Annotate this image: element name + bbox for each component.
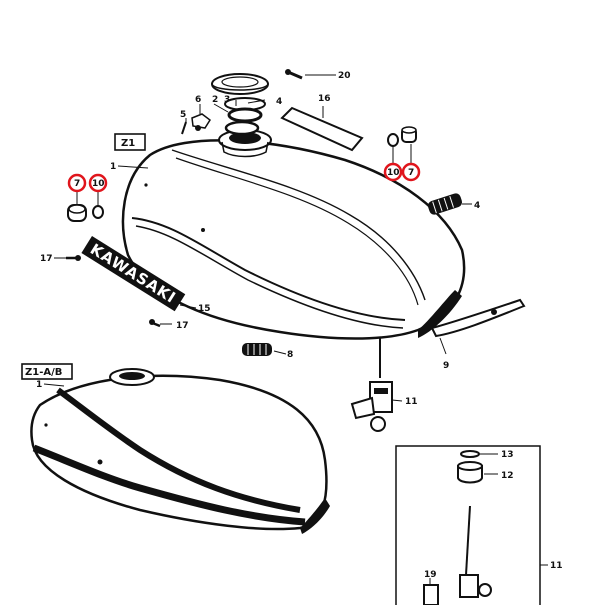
callout-c10-right: 10 — [387, 168, 400, 178]
screw-20 — [285, 69, 303, 80]
highlight-c10-left: 10 — [88, 173, 108, 193]
hose-4 — [427, 193, 463, 215]
callout-c6: 6 — [195, 95, 201, 105]
highlight-c7-left: 7 — [67, 173, 87, 193]
callout-c20: 20 — [338, 71, 351, 81]
model-label-z1: Z1 — [114, 133, 146, 151]
cup-12 — [457, 461, 483, 484]
callout-c7-left: 7 — [74, 179, 80, 189]
cap-latch — [181, 113, 212, 135]
bolt-17-left — [66, 255, 81, 261]
fuel-cock — [350, 338, 393, 432]
leader-lines — [43, 74, 548, 585]
model-label-z1ab-text: Z1-A/B — [25, 367, 62, 378]
filler-ring — [224, 120, 260, 136]
filler-neck — [218, 129, 272, 158]
oring-13 — [460, 450, 480, 458]
highlighted-callouts: 7 10 10 7 — [67, 162, 421, 193]
filler-cap — [211, 73, 269, 95]
bolt-17-bottom — [149, 319, 161, 328]
callout-c17-left: 17 — [40, 254, 53, 264]
strip-16 — [280, 106, 364, 152]
callout-c2: 2 — [212, 95, 218, 105]
callout-c19: 19 — [424, 570, 437, 580]
callout-c12: 12 — [501, 471, 514, 481]
callout-c15: 15 — [198, 304, 211, 314]
callout-c16: 16 — [318, 94, 331, 104]
fuel-tank-lower — [30, 368, 330, 534]
callout-c5: 5 — [180, 110, 186, 120]
callout-c11-top: 11 — [405, 397, 418, 407]
callout-c1-lower: 1 — [36, 380, 42, 390]
highlight-c7-right: 7 — [401, 162, 421, 182]
callout-c7-right: 7 — [408, 168, 414, 178]
callout-c3: 3 — [224, 95, 230, 105]
callout-c4-cap: 4 — [276, 97, 282, 107]
callout-c1-upper: 1 — [110, 162, 116, 172]
grommet-left — [67, 204, 104, 222]
model-label-z1-text: Z1 — [121, 138, 135, 149]
grommet-right — [387, 126, 417, 147]
callout-c17-bottom: 17 — [176, 321, 189, 331]
callout-c10-left: 10 — [92, 179, 105, 189]
callouts: 1 1 2 3 4 4 5 6 8 9 11 11 12 13 15 16 17… — [36, 71, 563, 580]
callout-c4-hose: 4 — [474, 201, 480, 211]
screw-19 — [423, 584, 439, 605]
callout-c8: 8 — [287, 350, 293, 360]
callout-c13: 13 — [501, 450, 514, 460]
callout-c9: 9 — [443, 361, 449, 371]
model-label-z1ab: Z1-A/B — [21, 363, 73, 380]
bracket-9 — [430, 298, 526, 338]
callout-c11-box: 11 — [550, 561, 563, 571]
fuel-cock-detail-box — [395, 445, 541, 605]
fuel-tank-upper — [121, 139, 466, 340]
pipe-assembly — [459, 505, 492, 598]
hose-8 — [242, 343, 272, 356]
highlight-c10-right: 10 — [383, 162, 403, 182]
